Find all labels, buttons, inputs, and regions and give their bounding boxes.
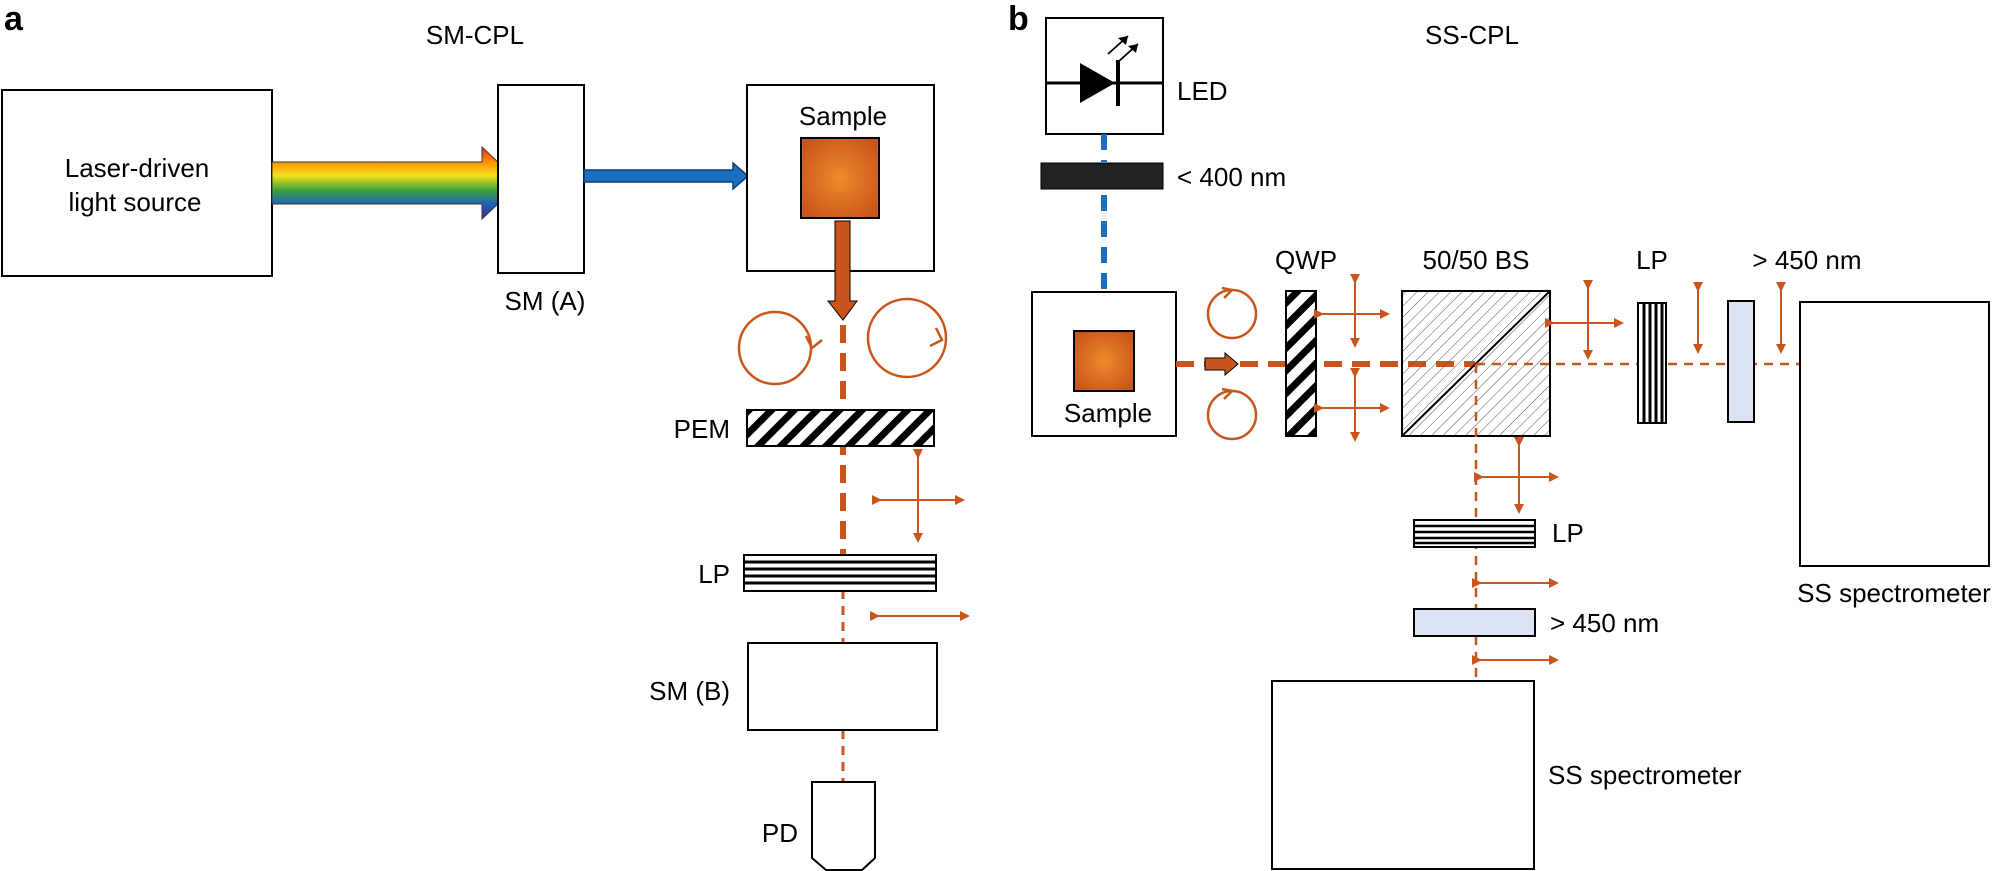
spectrometer-bottom-label: SS spectrometer <box>1548 760 1742 790</box>
spectrometer-right-label: SS spectrometer <box>1797 578 1991 608</box>
sm-b-label: SM (B) <box>649 676 730 706</box>
laser-light-source-box <box>1 89 273 277</box>
longpass-filter-right <box>1727 300 1755 423</box>
longpass-filter-down <box>1413 608 1536 637</box>
emission-arrow-b <box>1204 351 1239 377</box>
light-source-label-line1: Laser-driven <box>65 153 210 183</box>
led-label: LED <box>1177 76 1228 106</box>
photodiode-shape <box>811 781 876 871</box>
light-source-label-line2: light source <box>69 187 202 217</box>
lp-a-label: LP <box>698 559 730 589</box>
pd-label: PD <box>762 818 798 848</box>
bs-label: 50/50 BS <box>1423 245 1530 275</box>
filter-450-down-label: > 450 nm <box>1550 608 1659 638</box>
panel-a-title: SM-CPL <box>426 20 524 50</box>
panel-b-title: SS-CPL <box>1425 20 1519 50</box>
sample-a-square <box>800 137 880 219</box>
sm-a-label: SM (A) <box>505 286 586 316</box>
lp-vertical-label: LP <box>1636 245 1668 275</box>
linear-polarizer-b-horizontal <box>1413 519 1536 548</box>
uv-filter <box>1040 162 1164 190</box>
monochromator-b-box <box>747 642 938 731</box>
spectrometer-right-box <box>1799 301 1990 567</box>
qwp-label: QWP <box>1275 245 1337 275</box>
sample-b-square <box>1073 330 1135 392</box>
circular-polarization-top-icon-b <box>1206 286 1258 340</box>
filter-400-label: < 400 nm <box>1177 162 1286 192</box>
emission-arrow-a <box>826 220 858 321</box>
pem-label: PEM <box>674 414 730 444</box>
linear-polarizer-b-vertical <box>1637 302 1667 424</box>
led-box <box>1045 17 1164 135</box>
sample-a-label: Sample <box>799 101 887 131</box>
linear-polarization-cross-icon-b3 <box>1545 280 1624 360</box>
panel-a-letter: a <box>4 0 24 38</box>
panel-b-letter: b <box>1008 0 1029 38</box>
sample-b-label: Sample <box>1064 398 1152 428</box>
broadband-beam-arrow <box>271 145 521 221</box>
monochromator-a-box <box>497 84 585 274</box>
linear-polarization-cross-icon-b4 <box>1474 437 1559 514</box>
led-diode-icon <box>1046 35 1163 106</box>
linear-polarization-cross-icon-b1 <box>1314 274 1390 348</box>
linear-polarizer-a <box>743 554 937 592</box>
spectrometer-bottom-box <box>1271 680 1535 870</box>
pem-element <box>746 409 935 447</box>
circular-polarization-bottom-icon-b <box>1206 387 1258 441</box>
linear-polarization-cross-icon-b2 <box>1314 368 1390 442</box>
excitation-beam-arrow <box>583 161 750 191</box>
qwp-element <box>1285 290 1317 437</box>
filter-450-right-label: > 450 nm <box>1752 245 1861 275</box>
linear-polarization-cross-icon-a <box>872 449 965 543</box>
circular-polarization-right-icon <box>866 297 948 379</box>
lp-horizontal-label: LP <box>1552 518 1584 548</box>
circular-polarization-left-icon <box>737 310 823 386</box>
